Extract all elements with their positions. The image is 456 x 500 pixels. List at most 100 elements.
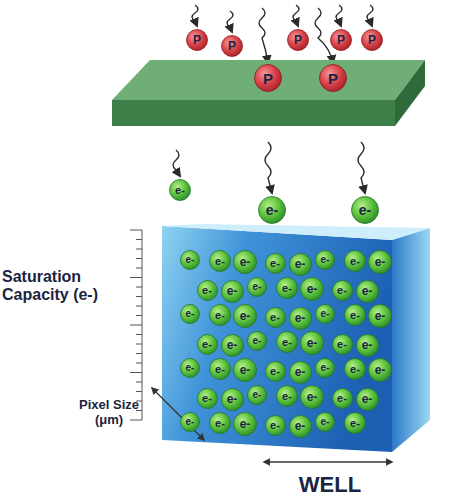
electron-symbol: e- [233,412,257,436]
circle-shape [181,413,200,432]
circle-shape [277,278,298,299]
electron-circle: e- [344,304,366,326]
electron-symbol: e- [289,253,312,276]
wavy-arrow [293,5,299,26]
circle-shape [265,307,285,327]
electron-circle: e- [300,385,324,409]
electron-circle: e- [180,412,200,432]
electron-symbol: e- [221,280,244,303]
circle-shape [210,305,231,326]
plate-front [112,100,395,126]
electron-symbol: e- [289,361,312,384]
pixel-size-arrow [152,388,204,440]
electron-symbol: e- [221,388,244,411]
electron-symbol: e- [180,412,200,432]
photon-circle: P [254,64,282,92]
electron-symbol: e- [344,250,366,272]
electron-circle: e- [315,412,335,432]
electron-circle: e- [356,280,379,303]
electron-circle: e- [209,358,231,380]
electron-circle: e- [344,358,366,380]
electron-symbol: e- [276,385,298,407]
wavy-arrow [259,8,268,63]
electron-symbol: e- [332,334,353,355]
electron-symbol: e- [356,388,379,411]
ruler-ticks [130,230,142,420]
electron-symbol: e- [197,388,218,409]
circle-shape [369,305,392,328]
electron-circle: e- [209,412,231,434]
circle-shape [181,359,200,378]
circle-shape [277,332,298,353]
photon-circle: P [361,29,383,51]
electron-symbol: e- [300,385,324,409]
electron-circle: e- [356,334,379,357]
electron-circle: e- [221,388,244,411]
circle-shape [352,197,379,224]
electron-symbol: e- [197,280,218,301]
electron-symbol: e- [169,179,191,201]
electron-symbol: e- [315,358,335,378]
circle-shape [277,386,298,407]
electron-symbol: e- [300,331,324,355]
well-top [162,224,430,240]
electron-symbol: e- [233,304,257,328]
electron-symbol: e- [344,412,366,434]
electron-circle: e- [356,388,379,411]
circle-shape [181,305,200,324]
electron-circle: e- [265,253,286,274]
wavy-arrow [336,5,342,26]
electron-symbol: e- [209,304,231,326]
photon-circle: P [319,64,347,92]
electron-circle: e- [368,250,392,274]
circle-shape [331,30,352,51]
circle-shape [345,305,366,326]
electron-circle: e- [209,304,231,326]
electron-symbol: e- [265,361,286,382]
electron-symbol: e- [276,331,298,353]
electron-circle: e- [233,304,257,328]
photon-letter: P [254,64,282,92]
circle-shape [332,388,352,408]
electron-symbol: e- [332,388,353,409]
circle-shape [332,334,352,354]
electron-symbol: e- [356,334,379,357]
photon-letter: P [186,29,208,51]
electron-circle: e- [289,415,312,438]
circle-shape [221,388,243,410]
wavy-arrow [367,5,373,26]
circle-shape [301,278,324,301]
electron-symbol: e- [180,304,200,324]
electron-circle: e- [197,334,218,355]
circle-shape [248,386,267,405]
electron-circle: e- [368,304,392,328]
electron-symbol: e- [351,196,379,224]
photon-letter: P [221,35,243,57]
circle-shape [222,36,243,57]
circle-shape [289,253,311,275]
electron-circle: e- [265,307,286,328]
electron-circle: e- [247,385,267,405]
circle-shape [345,251,366,272]
electron-circle: e- [265,361,286,382]
electron-circle: e- [180,304,200,324]
circle-shape [369,359,392,382]
electron-circle: e- [332,334,353,355]
photon-letter: P [330,29,352,51]
circle-shape [288,30,309,51]
electron-circle: e- [289,307,312,330]
circle-shape [369,251,392,274]
electron-symbol: e- [180,250,200,270]
electron-symbol: e- [356,280,379,303]
electron-symbol: e- [209,250,231,272]
circle-shape [345,359,366,380]
electron-circle: e- [300,277,324,301]
photon-letter: P [361,29,383,51]
circle-shape [356,388,378,410]
electron-symbol: e- [276,277,298,299]
circle-shape [316,305,335,324]
electron-circle: e- [247,331,267,351]
electron-circle: e- [315,304,335,324]
electron-circle: e- [351,196,379,224]
